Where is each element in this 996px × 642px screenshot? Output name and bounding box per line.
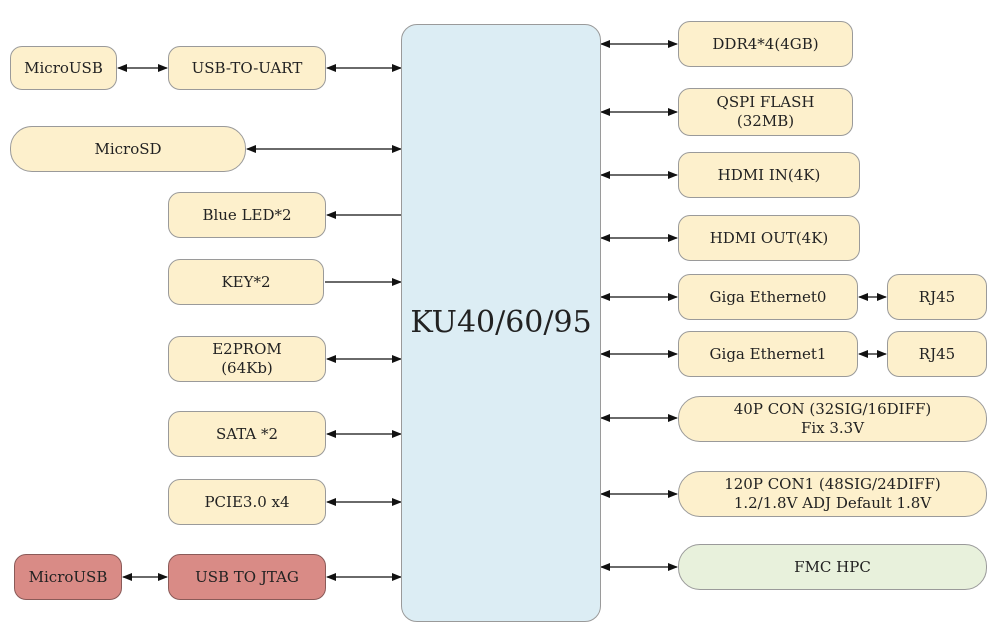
con40p-label: 40P CON (32SIG/16DIFF) [733, 400, 932, 419]
microusb-uart-label: MicroUSB [24, 58, 103, 77]
con40p-block: 40P CON (32SIG/16DIFF) Fix 3.3V [678, 396, 987, 442]
rj45-1-label: RJ45 [918, 344, 956, 363]
giga-ethernet0-label: Giga Ethernet0 [709, 287, 827, 306]
con120p-label: 120P CON1 (48SIG/24DIFF) [724, 475, 941, 494]
microsd-label: MicroSD [94, 139, 162, 158]
qspi-flash-block: QSPI FLASH (32MB) [678, 88, 853, 136]
con40p-voltage-label: Fix 3.3V [800, 419, 865, 437]
e2prom-size-label: (64Kb) [221, 359, 273, 377]
rj45-1-block: RJ45 [887, 331, 987, 377]
giga-ethernet1-block: Giga Ethernet1 [678, 331, 858, 377]
usb-to-jtag-label: USB TO JTAG [195, 567, 299, 586]
con120p-voltage-label: 1.2/1.8V ADJ Default 1.8V [733, 494, 932, 512]
ddr4-block: DDR4*4(4GB) [678, 21, 853, 67]
blue-led-label: Blue LED*2 [202, 205, 292, 224]
giga-ethernet0-block: Giga Ethernet0 [678, 274, 858, 320]
sata-label: SATA *2 [215, 424, 279, 443]
e2prom-label: E2PROM [212, 340, 282, 359]
microsd-block: MicroSD [10, 126, 246, 172]
key-label: KEY*2 [221, 272, 271, 291]
pcie-label: PCIE3.0 x4 [204, 492, 290, 511]
usb-to-uart-label: USB-TO-UART [191, 58, 303, 77]
ddr4-label: DDR4*4(4GB) [712, 34, 819, 53]
rj45-0-label: RJ45 [918, 287, 956, 306]
con120p-block: 120P CON1 (48SIG/24DIFF) 1.2/1.8V ADJ De… [678, 471, 987, 517]
fpga-block: KU40/60/95 [401, 24, 601, 622]
usb-to-uart-block: USB-TO-UART [168, 46, 326, 90]
microusb-jtag-block: MicroUSB [14, 554, 122, 600]
qspi-flash-label: QSPI FLASH [716, 93, 815, 112]
giga-ethernet1-label: Giga Ethernet1 [709, 344, 827, 363]
hdmi-out-label: HDMI OUT(4K) [709, 228, 829, 247]
hdmi-in-block: HDMI IN(4K) [678, 152, 860, 198]
microusb-uart-block: MicroUSB [10, 46, 117, 90]
e2prom-block: E2PROM (64Kb) [168, 336, 326, 382]
pcie-block: PCIE3.0 x4 [168, 479, 326, 525]
hdmi-out-block: HDMI OUT(4K) [678, 215, 860, 261]
sata-block: SATA *2 [168, 411, 326, 457]
rj45-0-block: RJ45 [887, 274, 987, 320]
fmc-hpc-block: FMC HPC [678, 544, 987, 590]
microusb-jtag-label: MicroUSB [28, 567, 108, 586]
fpga-label: KU40/60/95 [410, 305, 592, 341]
usb-to-jtag-block: USB TO JTAG [168, 554, 326, 600]
fmc-hpc-label: FMC HPC [794, 557, 871, 576]
qspi-flash-size-label: (32MB) [736, 112, 795, 130]
hdmi-in-label: HDMI IN(4K) [717, 165, 821, 184]
key-block: KEY*2 [168, 259, 324, 305]
blue-led-block: Blue LED*2 [168, 192, 326, 238]
